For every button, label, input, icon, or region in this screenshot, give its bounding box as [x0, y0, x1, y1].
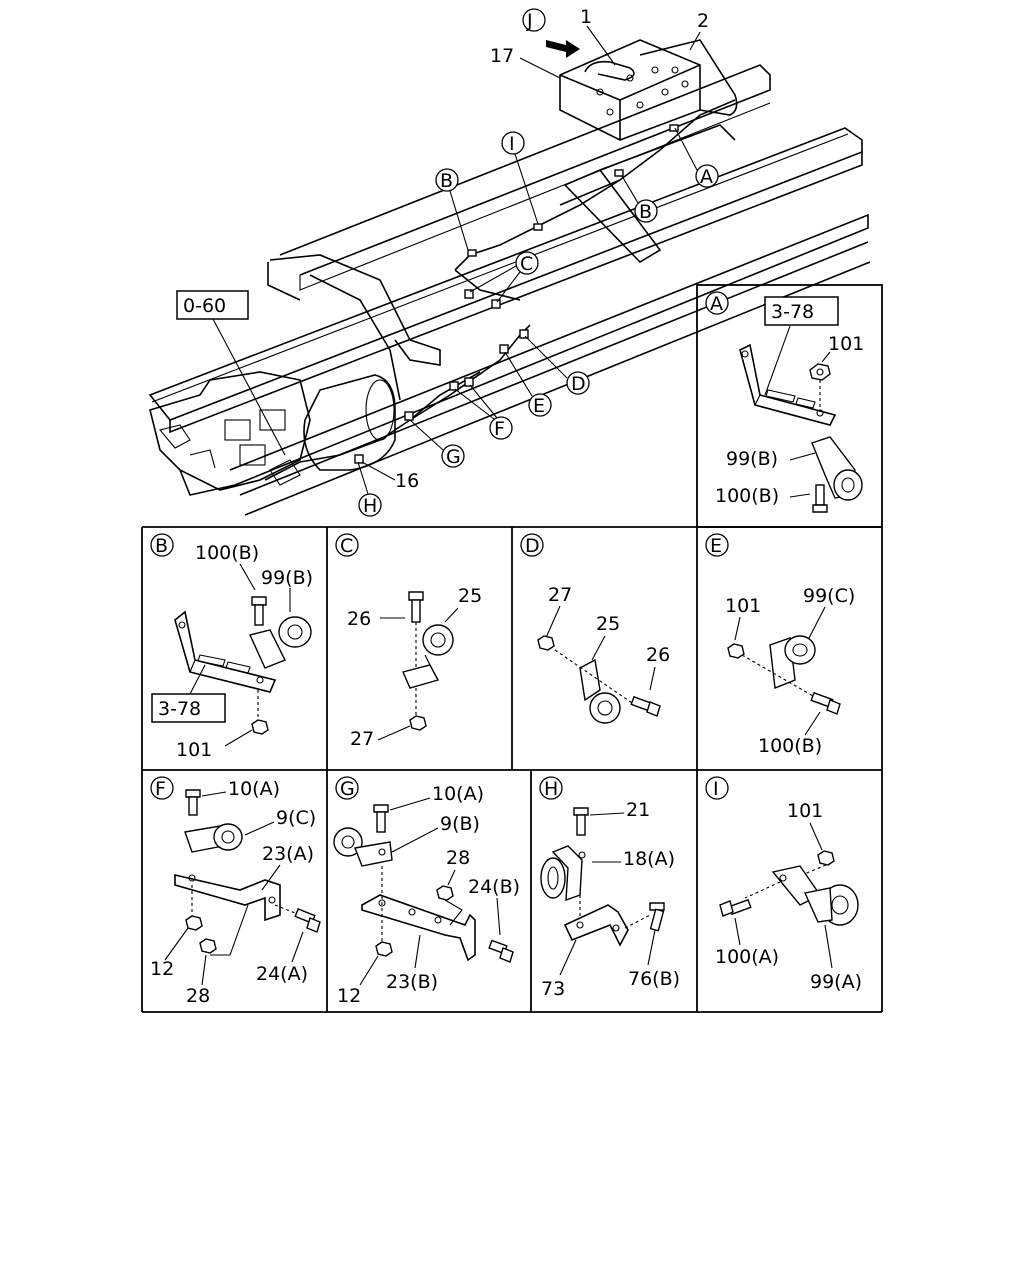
label-12: 12 — [150, 958, 174, 980]
label-10A: 10(A) — [432, 783, 484, 805]
callout-J-letter: J — [526, 10, 533, 32]
label-10A: 10(A) — [228, 778, 280, 800]
detail-H-letter: H — [544, 778, 558, 800]
detail-G: G 10(A) 9(B) 28 24(B) 12 23(B) — [333, 776, 520, 1007]
detail-D-letter: D — [525, 535, 540, 557]
ref-label-0-60: 0-60 — [183, 295, 226, 317]
callout-F-letter: F — [494, 418, 505, 440]
detail-D: D 27 25 26 — [520, 533, 670, 724]
label-23A: 23(A) — [262, 843, 314, 865]
callout-B-left-letter: B — [440, 170, 453, 192]
detail-E-letter: E — [710, 535, 722, 557]
detail-B-letter: B — [155, 535, 168, 557]
label-9C: 9(C) — [276, 807, 316, 829]
callout-D — [566, 371, 590, 395]
detail-A: A 3-78 101 99(B) 100(B) — [705, 291, 864, 513]
label-28: 28 — [446, 847, 470, 869]
part-label-17: 17 — [490, 45, 514, 67]
label-26: 26 — [646, 644, 670, 666]
callout-B-left — [435, 168, 459, 192]
label-101: 101 — [787, 800, 823, 822]
callout-C-letter: C — [520, 253, 533, 275]
callout-G-letter: G — [446, 446, 461, 468]
label-99A: 99(A) — [810, 971, 862, 993]
detail-A-ref-frame — [764, 296, 839, 326]
callout-A — [695, 164, 719, 188]
detail-F: F 10(A) 9(C) 23(A) 12 28 24(A) — [150, 776, 321, 1007]
part-label-2: 2 — [697, 10, 709, 32]
label-21: 21 — [626, 799, 650, 821]
label-76B: 76(B) — [628, 968, 680, 990]
callout-D-letter: D — [571, 373, 586, 395]
label-23B: 23(B) — [386, 971, 438, 993]
label-100B: 100(B) — [195, 542, 259, 564]
detail-B: B 100(B) 99(B) 3-78 101 — [150, 533, 313, 761]
detail-C-letter: C — [340, 535, 353, 557]
callout-H-letter: H — [363, 495, 377, 517]
label-24B: 24(B) — [468, 876, 520, 898]
label-99B: 99(B) — [261, 567, 313, 589]
callout-B-right — [634, 199, 658, 223]
detail-I-letter: I — [713, 778, 719, 800]
label-99C: 99(C) — [803, 585, 855, 607]
label-18A: 18(A) — [623, 848, 675, 870]
detail-A-ref: 3-78 — [771, 301, 814, 323]
label-101: 101 — [725, 595, 761, 617]
detail-grid — [141, 284, 883, 1013]
callout-B-right-letter: B — [639, 201, 652, 223]
label-101: 101 — [828, 333, 864, 355]
detail-F-letter: F — [155, 778, 166, 800]
callout-I — [501, 131, 525, 155]
callout-I-letter: I — [509, 133, 515, 155]
label-25: 25 — [458, 585, 482, 607]
detail-H: H 21 18(A) 73 76(B) — [539, 776, 680, 1000]
label-25: 25 — [596, 613, 620, 635]
callout-E-letter: E — [533, 395, 545, 417]
label-26: 26 — [347, 608, 371, 630]
overview-labels: 0-60 1 2 17 16 J A B B I C — [176, 6, 719, 517]
chassis-overview — [148, 39, 871, 516]
detail-E: E 101 99(C) 100(B) — [705, 533, 855, 757]
callout-H — [358, 493, 382, 517]
ref-frame-0-60 — [176, 290, 249, 320]
detail-G-letter: G — [340, 778, 355, 800]
label-27: 27 — [548, 584, 572, 606]
part-label-1: 1 — [580, 6, 592, 28]
label-101: 101 — [176, 739, 212, 761]
label-9B: 9(B) — [440, 813, 480, 835]
label-24A: 24(A) — [256, 963, 308, 985]
part-label-16: 16 — [395, 470, 419, 492]
callout-J — [522, 8, 546, 32]
label-100A: 100(A) — [715, 946, 779, 968]
detail-B-ref: 3-78 — [158, 698, 201, 720]
callout-E — [528, 393, 552, 417]
label-100B: 100(B) — [758, 735, 822, 757]
label-12: 12 — [337, 985, 361, 1007]
label-99B: 99(B) — [726, 448, 778, 470]
label-27: 27 — [350, 728, 374, 750]
label-73: 73 — [541, 978, 565, 1000]
callout-C — [515, 251, 539, 275]
detail-A-letter: A — [710, 293, 723, 315]
callout-A-letter: A — [700, 166, 713, 188]
detail-I: I 101 99(A) 100(A) — [705, 776, 862, 993]
label-100B: 100(B) — [715, 485, 779, 507]
label-28: 28 — [186, 985, 210, 1007]
callout-F — [489, 416, 513, 440]
callout-G — [441, 444, 465, 468]
detail-C: C 26 25 27 — [335, 533, 482, 750]
